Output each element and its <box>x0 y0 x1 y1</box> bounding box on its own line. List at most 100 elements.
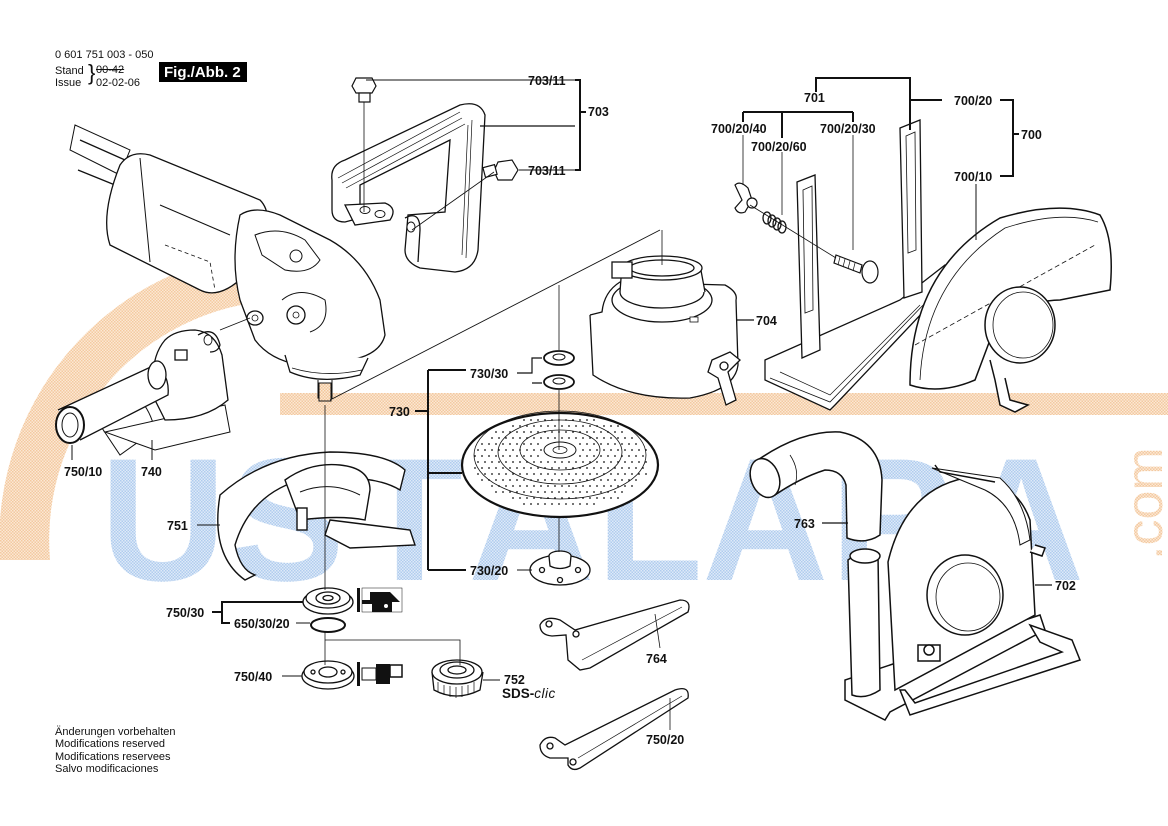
pad-hole <box>516 443 518 445</box>
flange-orientation-icon-bottom <box>357 662 403 686</box>
pad-hole <box>603 425 605 427</box>
pad-hole <box>547 437 549 439</box>
pad-hole <box>505 485 507 487</box>
pad-hole <box>491 461 493 463</box>
part-label-750-20: 750/20 <box>646 733 685 747</box>
backing-pad <box>460 410 660 519</box>
pad-hole <box>484 473 486 475</box>
pad-hole <box>530 479 532 481</box>
pad-hole <box>607 479 609 481</box>
pad-hole <box>537 455 539 457</box>
pad-hole <box>631 437 633 439</box>
part-label-700-10: 700/10 <box>954 170 993 184</box>
pad-hole <box>509 443 511 445</box>
pad-hole <box>523 467 525 469</box>
mounting-flange <box>302 587 354 615</box>
pad-clamping-nut <box>529 550 591 586</box>
pad-hole <box>638 461 640 463</box>
pad-hole <box>537 479 539 481</box>
pad-hole <box>614 467 616 469</box>
pad-hole <box>509 431 511 433</box>
pad-hole <box>579 479 581 481</box>
sds-prefix: SDS- <box>502 686 535 701</box>
pad-hole <box>526 497 528 499</box>
pad-hole <box>589 437 591 439</box>
pad-hole <box>579 419 581 421</box>
pad-hole <box>554 437 556 439</box>
pad-hole <box>495 479 497 481</box>
pad-hole <box>586 491 588 493</box>
clamping-nut <box>301 660 355 690</box>
pad-hole <box>495 443 497 445</box>
pad-hole <box>628 443 630 445</box>
part-label-700-20-60: 700/20/60 <box>751 140 807 154</box>
pad-hole <box>488 455 490 457</box>
pad-hole <box>568 497 570 499</box>
pad-hole <box>638 473 640 475</box>
pad-hole <box>530 431 532 433</box>
issue-date: 02-02-06 <box>96 77 141 89</box>
pad-hole <box>621 491 623 493</box>
pad-hole <box>568 461 570 463</box>
pad-hole <box>596 449 598 451</box>
pad-hole <box>533 497 535 499</box>
pad-hole <box>593 491 595 493</box>
pad-hole <box>481 479 483 481</box>
pad-hole <box>526 437 528 439</box>
pad-hole <box>512 485 514 487</box>
pad-hole <box>593 443 595 445</box>
pad-hole <box>600 491 602 493</box>
pad-hole <box>540 485 542 487</box>
pad-hole <box>530 503 532 505</box>
pad-hole <box>586 443 588 445</box>
stand-value: 00-42 <box>96 64 125 76</box>
pad-hole <box>603 449 605 451</box>
pad-hole <box>502 491 504 493</box>
part-label-703-11-top: 703/11 <box>528 74 566 88</box>
pad-hole <box>628 479 630 481</box>
pad-hole <box>526 473 528 475</box>
pad-hole <box>572 479 574 481</box>
pad-hole <box>603 497 605 499</box>
pad-hole <box>498 437 500 439</box>
pad-hole <box>544 419 546 421</box>
part-label-700-20-40: 700/20/40 <box>711 122 767 136</box>
part-label-764: 764 <box>646 652 667 666</box>
part-label-700: 700 <box>1021 128 1042 142</box>
pad-hole <box>614 443 616 445</box>
pad-hole <box>638 449 640 451</box>
backing-pad-holes <box>474 419 647 505</box>
pad-hole <box>530 443 532 445</box>
pad-hole <box>593 503 595 505</box>
pad-hole <box>603 485 605 487</box>
pad-hole <box>568 425 570 427</box>
pad-hole <box>540 473 542 475</box>
part-label-740: 740 <box>141 465 162 479</box>
pad-hole <box>628 467 630 469</box>
pad-hole <box>610 437 612 439</box>
pad-hole <box>484 449 486 451</box>
pad-hole <box>544 503 546 505</box>
pad-hole <box>558 467 560 469</box>
pad-hole <box>488 479 490 481</box>
pad-hole <box>551 431 553 433</box>
pad-hole <box>600 467 602 469</box>
pad-hole <box>495 455 497 457</box>
auxiliary-handle <box>55 329 231 456</box>
pad-hole <box>617 449 619 451</box>
pad-hole <box>502 467 504 469</box>
pad-hole <box>596 497 598 499</box>
pad-hole <box>523 491 525 493</box>
pad-hole <box>624 485 626 487</box>
pad-hole <box>596 461 598 463</box>
pad-hole <box>568 485 570 487</box>
pad-hole <box>600 479 602 481</box>
pad-hole <box>558 503 560 505</box>
pad-hole <box>530 455 532 457</box>
pad-hole <box>600 455 602 457</box>
watermark-band <box>280 393 1168 415</box>
pad-hole <box>519 473 521 475</box>
pad-hole <box>596 485 598 487</box>
part-number: 0 601 751 003 - 050 <box>55 49 154 61</box>
